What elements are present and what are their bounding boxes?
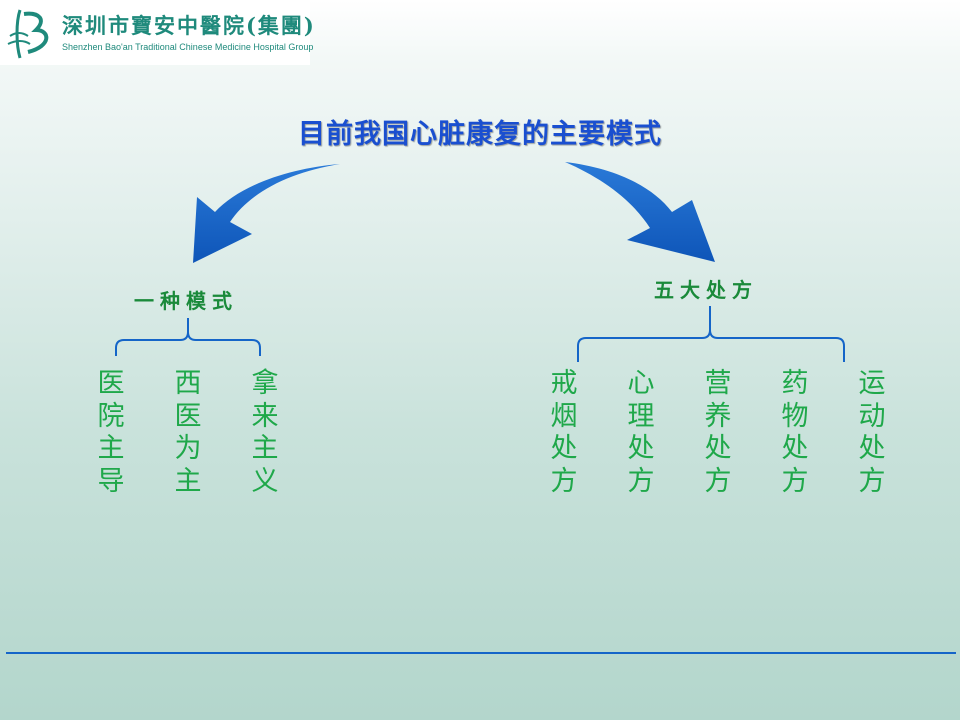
left-branch-label: 一种模式 xyxy=(134,289,238,313)
left-brace xyxy=(115,318,261,356)
slide-title: 目前我国心脏康复的主要模式 xyxy=(298,119,662,150)
hospital-logo-b-icon xyxy=(7,9,49,59)
right-item-medication: 药物处方 xyxy=(781,368,809,497)
header-logo-area: 深圳市寶安中醫院(集團) Shenzhen Bao'an Traditional… xyxy=(0,0,314,65)
right-item-psychological: 心理处方 xyxy=(627,368,655,497)
left-item-hospital-led: 医院主导 xyxy=(97,368,125,497)
right-item-nutrition: 营养处方 xyxy=(704,368,732,497)
right-item-exercise: 运动处方 xyxy=(858,368,886,497)
hospital-name-cn: 深圳市寶安中醫院(集團) xyxy=(62,13,316,38)
left-item-borrowed-approach: 拿来主义 xyxy=(251,368,279,497)
right-arrow xyxy=(565,162,715,262)
hospital-name-en: Shenzhen Bao'an Traditional Chinese Medi… xyxy=(62,42,314,52)
right-brace xyxy=(577,306,845,362)
left-item-western-medicine: 西医为主 xyxy=(174,368,202,497)
right-item-smoking-cessation: 戒烟处方 xyxy=(550,368,578,497)
right-branch-label: 五大处方 xyxy=(654,278,758,302)
left-arrow xyxy=(193,164,340,263)
